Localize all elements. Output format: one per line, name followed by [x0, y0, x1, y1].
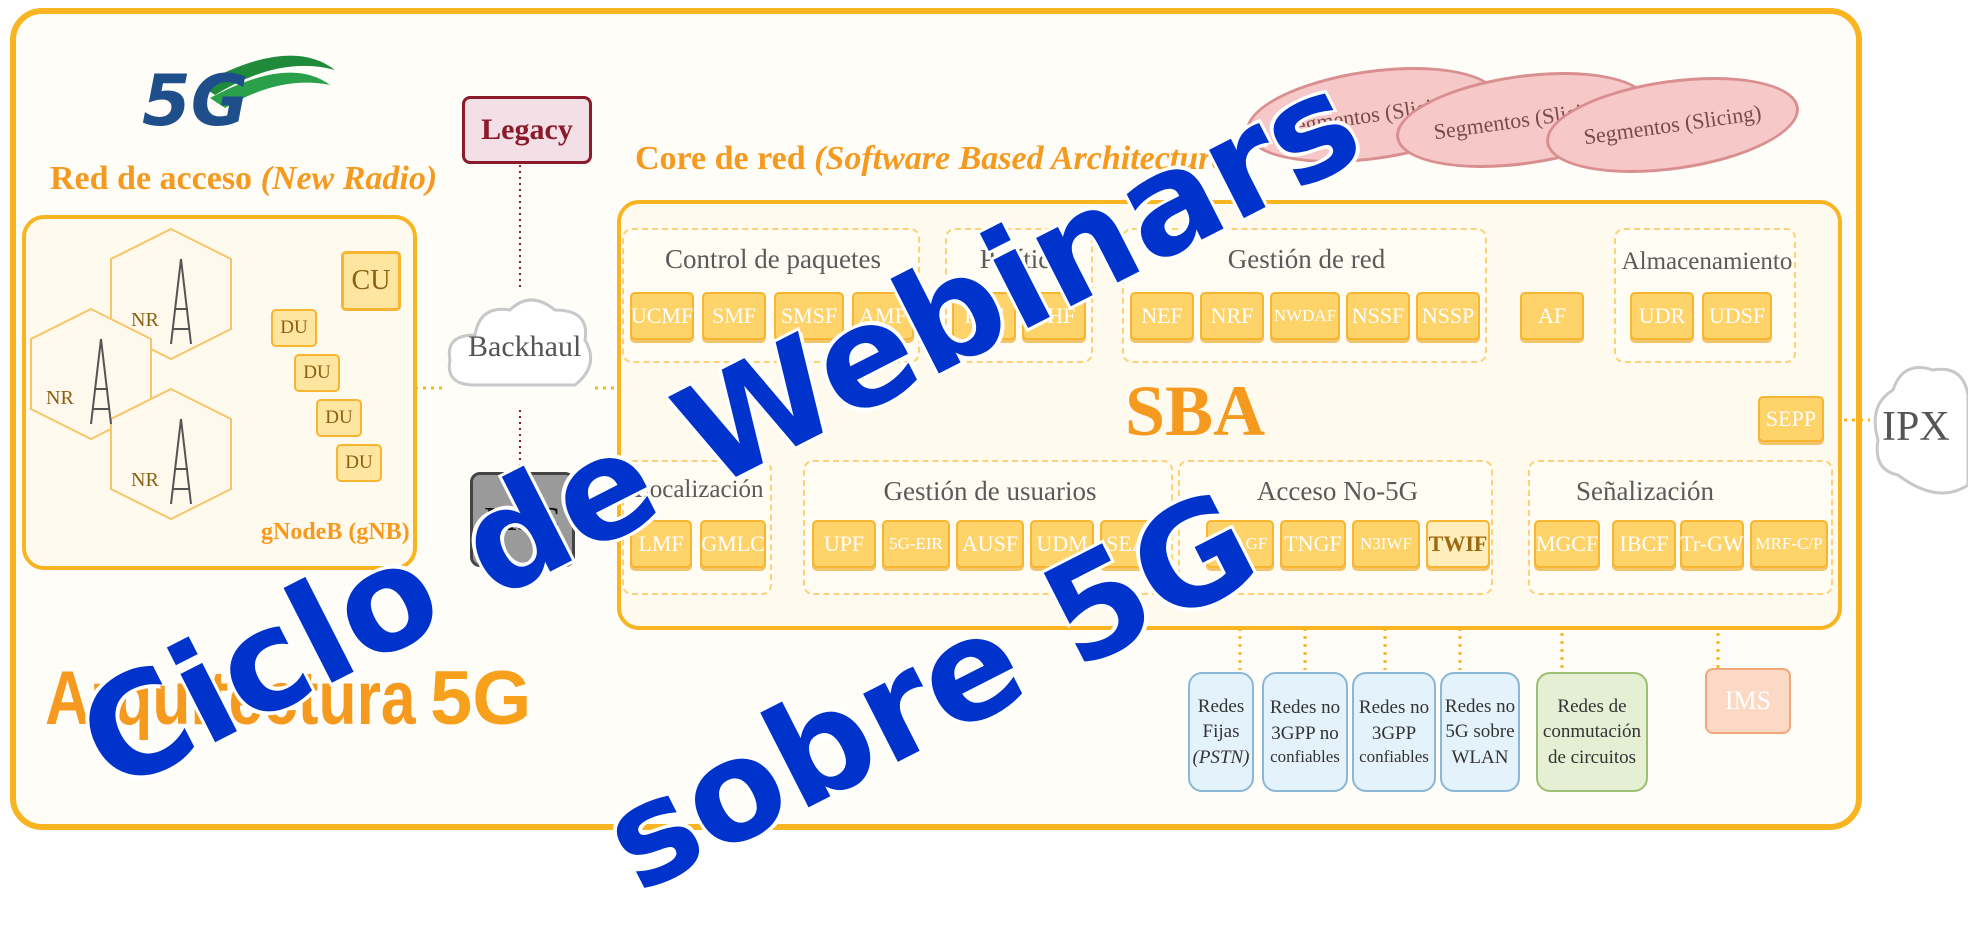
chip-pcf: PCF	[952, 292, 1016, 340]
main-title-accent: 5G	[430, 656, 532, 741]
msc-box: MSC	[470, 472, 575, 567]
cu-box: CU	[341, 251, 401, 311]
chip-seaf: SEAF	[1100, 520, 1166, 568]
group-title: Localización	[634, 476, 764, 503]
ext-redes-wlan: Redes no 5G sobre WLAN	[1440, 672, 1520, 792]
group-title: Almacenamiento	[1621, 248, 1793, 275]
ext-line: WLAN	[1451, 746, 1509, 768]
chip-ucmf: UCMF	[630, 292, 694, 340]
ims-label: IMS	[1724, 686, 1772, 715]
tower-icon	[90, 258, 192, 505]
msc-label: MSC	[484, 500, 561, 538]
ext-line: (PSTN)	[1192, 746, 1250, 768]
cloud-icon	[447, 298, 593, 387]
group-title: Gestión de red	[1227, 244, 1386, 274]
ext-line: 3GPP no	[1271, 722, 1339, 744]
chip-tngf: TNGF	[1280, 520, 1346, 568]
ext-redes-fijas: Redes Fijas (PSTN)	[1188, 672, 1254, 792]
ext-redes-no3gpp-no-confiables: Redes no 3GPP no confiables	[1262, 672, 1348, 792]
backhaul-label: Backhaul	[468, 330, 582, 363]
ext-line: 5G sobre	[1445, 721, 1515, 743]
ext-line: 3GPP	[1371, 722, 1417, 744]
ipx-cloud: IPX	[1868, 345, 1968, 505]
chip-nrf: NRF	[1200, 292, 1264, 340]
chip-twif: TWIF	[1426, 520, 1490, 568]
group-title: Acceso No-5G	[1256, 476, 1419, 506]
chip-ausf: AUSF	[956, 520, 1024, 568]
chip-nwdaf: NWDAF	[1270, 292, 1340, 340]
ims-box: IMS	[1705, 668, 1791, 734]
ext-line: confiables	[1270, 747, 1340, 767]
cloud-icon	[1873, 366, 1968, 495]
ext-line: Redes no	[1269, 696, 1341, 718]
chip-ibcf: IBCF	[1612, 520, 1676, 568]
chip-upf: UPF	[812, 520, 876, 568]
chip-tr-gw: Tr-GW	[1680, 520, 1744, 568]
chip-5g-eir: 5G-EIR	[882, 520, 950, 568]
nr-label-1: NR	[131, 309, 159, 331]
group-title: Política	[979, 244, 1063, 274]
backhaul-cloud: Backhaul	[440, 285, 600, 415]
access-network-panel: NR NR NR CU DU DU DU DU gNodeB (gNB)	[22, 215, 417, 570]
ext-line: Fijas	[1202, 721, 1240, 743]
legacy-box: Legacy	[462, 96, 592, 164]
chip-gmlc: GMLC	[700, 520, 766, 568]
du-box-3: DU	[316, 399, 362, 437]
chip-amf: AMF	[852, 292, 914, 340]
chip-smf: SMF	[702, 292, 766, 340]
chip-nssf: NSSF	[1346, 292, 1410, 340]
chip-udm: UDM	[1030, 520, 1094, 568]
legacy-label: Legacy	[481, 113, 573, 146]
ext-line: Redes no	[1358, 696, 1430, 718]
ext-line: Redes	[1197, 695, 1245, 717]
chip-udr: UDR	[1630, 292, 1694, 340]
main-title-word: Arquitectura	[45, 656, 416, 741]
cell-tower-hexagons	[30, 227, 232, 521]
ext-line: conmutación	[1542, 721, 1642, 743]
logo-text: 5G	[142, 60, 249, 142]
du-box-1: DU	[271, 309, 317, 347]
chip-af: AF	[1520, 292, 1584, 340]
chip-lmf: LMF	[630, 520, 692, 568]
chip-nssp: NSSP	[1416, 292, 1480, 340]
5g-logo: 5G	[140, 30, 340, 150]
ext-redes-no3gpp-confiables: Redes no 3GPP confiables	[1352, 672, 1436, 792]
chip-mgcf: MGCF	[1534, 520, 1600, 568]
nr-label-2: NR	[46, 387, 74, 409]
chip-sepp: SEPP	[1758, 396, 1824, 442]
ext-line: Redes no	[1444, 695, 1516, 717]
access-title: Red de acceso (New Radio)	[50, 160, 438, 197]
ext-redes-conmutacion: Redes de conmutación de circuitos	[1536, 672, 1648, 792]
chip-smsf: SMSF	[774, 292, 844, 340]
sba-label: SBA	[1125, 371, 1266, 451]
ipx-label: IPX	[1882, 404, 1950, 450]
slicing-label: Segmentos (Slicing)	[1582, 99, 1763, 150]
du-box-4: DU	[336, 444, 382, 482]
chip-chf: CHF	[1022, 292, 1086, 340]
ext-line: confiables	[1359, 747, 1429, 767]
group-title: Control de paquetes	[665, 244, 881, 274]
chip-n3iwf: N3IWF	[1352, 520, 1420, 568]
chip-nef: NEF	[1130, 292, 1194, 340]
group-title: Gestión de usuarios	[883, 476, 1097, 506]
ext-line: Redes de	[1557, 695, 1627, 717]
chip-w-agf: W-AGF	[1206, 520, 1274, 568]
gnodeb-label: gNodeB (gNB)	[261, 519, 410, 545]
core-title: Core de red (Software Based Architecture…	[635, 140, 1238, 177]
chip-mrf-cp: MRF-C/P	[1750, 520, 1828, 568]
logo-swoosh-icon	[200, 55, 335, 108]
chip-udsf: UDSF	[1702, 292, 1772, 340]
du-box-2: DU	[294, 354, 340, 392]
ext-line: de circuitos	[1547, 746, 1637, 768]
group-title: Señalización	[1576, 476, 1714, 506]
nr-label-3: NR	[131, 469, 159, 491]
